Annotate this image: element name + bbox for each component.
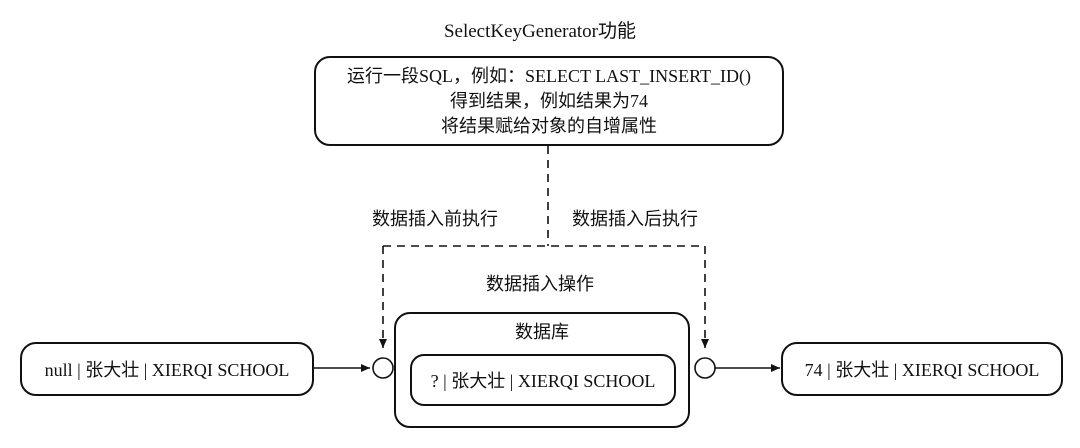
database-record-box: ? | 张大壮 | XIERQI SCHOOL — [410, 354, 676, 406]
output-record-box: 74 | 张大壮 | XIERQI SCHOOL — [781, 342, 1063, 396]
select-key-process-box: 运行一段SQL，例如：SELECT LAST_INSERT_ID() 得到结果，… — [314, 56, 784, 146]
process-line-3: 将结果赋给对象的自增属性 — [441, 115, 657, 136]
output-record-text: 74 | 张大壮 | XIERQI SCHOOL — [804, 360, 1040, 380]
input-record-box: null | 张大壮 | XIERQI SCHOOL — [20, 342, 314, 396]
database-title: 数据库 — [515, 322, 569, 342]
process-line-1: 运行一段SQL，例如：SELECT LAST_INSERT_ID() — [346, 65, 752, 86]
label-insert-operation: 数据插入操作 — [486, 274, 594, 294]
database-record-text: ? | 张大壮 | XIERQI SCHOOL — [430, 371, 656, 391]
before-insert-junction — [372, 357, 394, 379]
label-after-insert: 数据插入后执行 — [572, 209, 698, 229]
input-record-text: null | 张大壮 | XIERQI SCHOOL — [44, 360, 290, 380]
label-before-insert: 数据插入前执行 — [372, 209, 498, 229]
diagram-title: SelectKeyGenerator功能 — [443, 21, 637, 42]
process-line-2: 得到结果，例如结果为74 — [450, 90, 648, 111]
after-insert-junction — [694, 357, 716, 379]
